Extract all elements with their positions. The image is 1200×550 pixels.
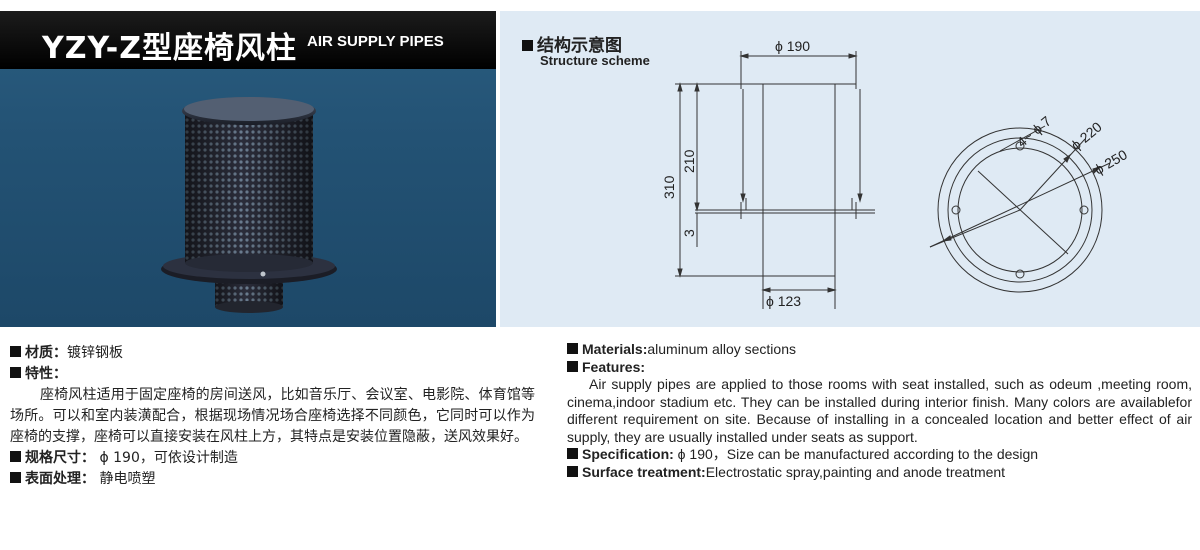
en-features-heading: Features: [567,359,1192,377]
en-spec-value: ϕ 190，Size can be manufactured according… [673,446,1039,462]
dim-phi-190: ϕ 190 [775,38,810,54]
cn-features-heading: 特性： [10,364,535,385]
dim-310: 310 [661,175,677,199]
title-bar: YZY-Z型座椅风柱 AIR SUPPLY PIPES [0,11,496,69]
dim-phi-220: ϕ 220 [1068,118,1105,153]
cn-spec-line: 规格尺寸： ϕ 190，可依设计制造 [10,448,535,469]
structure-scheme-panel: 结构示意图 Structure scheme ϕ 190 [500,11,1200,327]
en-spec-line: Specification: ϕ 190，Size can be manufac… [567,446,1192,464]
top-view-drawing: 4~ ϕ 7 ϕ 220 ϕ 250 [929,113,1131,293]
en-features-text: Air supply pipes are applied to those ro… [567,376,1192,445]
chinese-description: 材质：镀锌钢板 特性： 座椅风柱适用于固定座椅的房间送风，比如音乐厅、会议室、电… [10,343,535,490]
bullet-square-icon [567,448,578,459]
product-title-english: AIR SUPPLY PIPES [307,33,444,50]
en-materials-line: Materials:aluminum alloy sections [567,341,1192,359]
english-description: Materials:aluminum alloy sections Featur… [567,341,1192,481]
en-surface-line: Surface treatment:Electrostatic spray,pa… [567,464,1192,482]
cn-materials-line: 材质：镀锌钢板 [10,343,535,364]
product-photo-panel: YZY-Z型座椅风柱 AIR SUPPLY PIPES [0,11,496,327]
scheme-subtitle: Structure scheme [540,53,650,68]
dim-210: 210 [681,149,697,173]
structure-scheme-drawing: ϕ 190 310 [661,38,1131,309]
dim-3: 3 [681,229,697,237]
bullet-square-icon [567,465,578,477]
cn-surface-value: 静电喷塑 [95,471,156,487]
bullet-square-icon [10,367,21,378]
side-view-drawing: ϕ 190 310 [661,38,875,309]
cn-spec-value: ϕ 190，可依设计制造 [95,450,238,466]
cn-features-text: 座椅风柱适用于固定座椅的房间送风，比如音乐厅、会议室、电影院、体育馆等场所。可以… [10,387,535,445]
bullet-square-icon [567,343,578,354]
cn-surface-line: 表面处理： 静电喷塑 [10,469,535,490]
en-materials-value: aluminum alloy sections [647,341,796,357]
cn-materials-value: 镀锌钢板 [67,345,123,361]
bullet-square-icon [10,346,21,357]
scheme-title: 结构示意图 [522,31,622,56]
bullet-square-icon [567,360,578,372]
dim-phi-123: ϕ 123 [766,293,801,309]
air-supply-pipe-photo [161,97,337,313]
product-title: YZY-Z型座椅风柱 [42,31,297,66]
dim-holes: 4~ ϕ 7 [1014,113,1055,151]
en-surface-value: Electrostatic spray,painting and anode t… [705,463,1006,480]
bullet-square-icon [522,40,533,51]
bullet-square-icon [10,472,21,483]
dim-phi-250: ϕ 250 [1092,146,1131,178]
bullet-square-icon [10,451,21,462]
